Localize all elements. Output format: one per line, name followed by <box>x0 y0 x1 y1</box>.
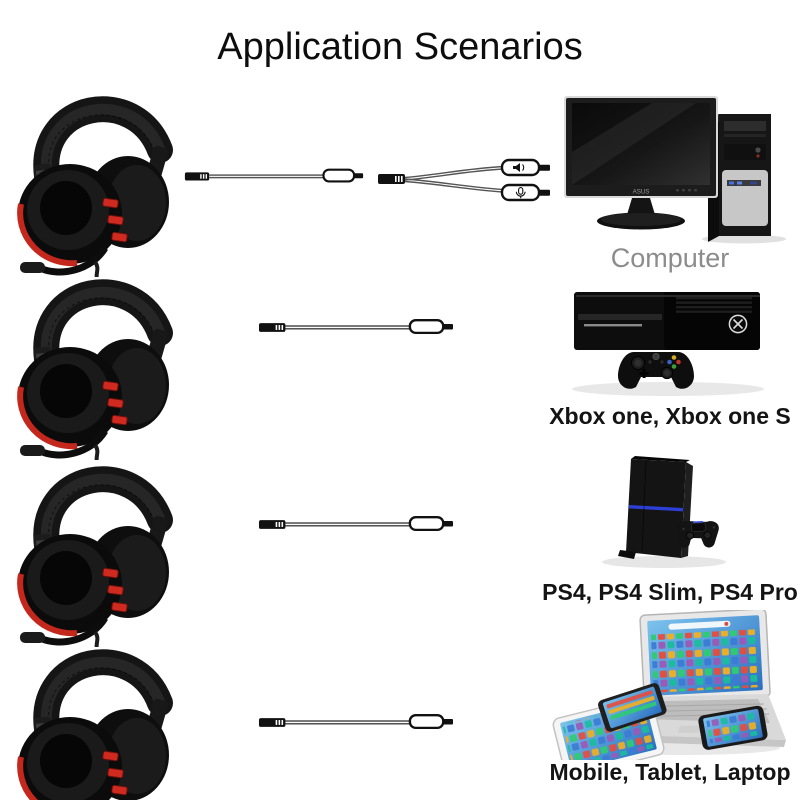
device-label-xbox: Xbox one, Xbox one S <box>549 403 791 429</box>
ps4-illustration <box>586 438 748 576</box>
device-label-computer: Computer <box>610 243 730 273</box>
gaming-headset-icon <box>2 72 192 277</box>
mic-audio-splitter-icon <box>378 156 564 204</box>
xbox-console <box>574 292 760 350</box>
page-title: Application Scenarios <box>217 26 583 68</box>
device-label-ps4: PS4, PS4 Slim, PS4 Pro <box>542 579 798 605</box>
mobile-tablet-laptop-illustration <box>550 610 792 760</box>
gaming-headset-icon <box>2 625 192 800</box>
smartphone <box>598 683 667 732</box>
xbox-logo-icon <box>728 314 748 334</box>
audio-cable-icon <box>258 711 454 733</box>
gaming-headset-icon <box>2 442 192 647</box>
headphone-plug <box>500 158 550 177</box>
device-label-mobile: Mobile, Tablet, Laptop <box>549 759 791 785</box>
smartphone <box>698 705 768 750</box>
desktop-computer-illustration: ASUS <box>556 94 800 244</box>
audio-cable-icon <box>184 165 364 187</box>
audio-cable-icon <box>258 513 454 535</box>
monitor-brand-text: ASUS <box>633 189 650 196</box>
gaming-headset-icon <box>2 255 192 460</box>
microphone-plug <box>500 183 550 202</box>
asus-monitor: ASUS <box>564 96 718 230</box>
audio-cable-icon <box>258 316 454 338</box>
microphone-icon <box>515 187 526 199</box>
dualshock-controller <box>678 520 719 548</box>
ps4-light-bar <box>628 505 683 512</box>
vent-grid <box>676 297 752 313</box>
xbox-controller <box>618 352 694 389</box>
speaker-icon <box>513 163 525 172</box>
xbox-one-illustration <box>556 286 782 402</box>
